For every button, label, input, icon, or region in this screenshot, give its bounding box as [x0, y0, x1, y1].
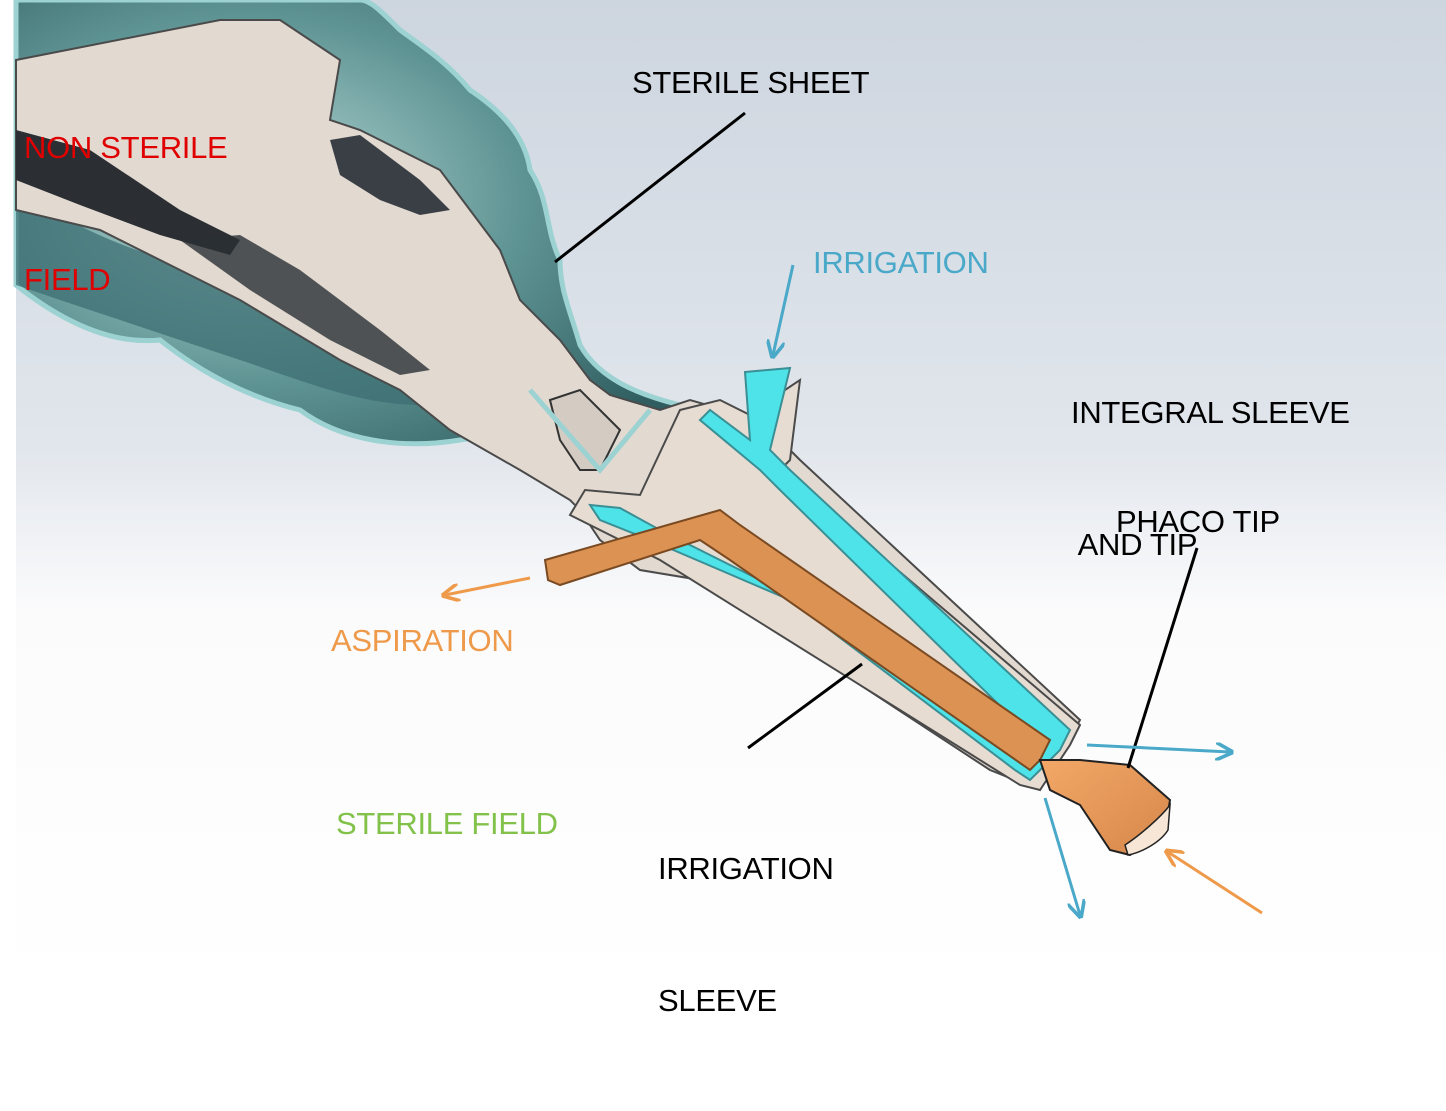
aspiration-out-arrow — [445, 576, 531, 595]
irrigation-sleeve-leader — [747, 662, 863, 750]
integral-sleeve-and-tip-label: INTEGRAL SLEEVE AND TIP — [1071, 303, 1350, 655]
irrigation-out-arrow-right — [1086, 745, 1230, 752]
irrigation-sleeve-line1: IRRIGATION — [658, 851, 834, 886]
irrigation-sleeve-line2: SLEEVE — [658, 983, 777, 1018]
non-sterile-field-line1: NON STERILE — [24, 130, 228, 165]
integral-sleeve-line2: AND TIP — [1071, 527, 1198, 562]
non-sterile-field-line2: FIELD — [24, 262, 111, 297]
aspiration-in-arrow — [1168, 852, 1263, 915]
irrigation-out-arrow-down — [1043, 797, 1080, 915]
phaco-tip-leader — [1126, 547, 1199, 769]
phaco-handpiece-cross-section — [0, 0, 1446, 987]
diagram-canvas: NON STERILE FIELD STERILE SHEET IRRIGATI… — [0, 0, 1446, 1018]
integral-sleeve-line1: INTEGRAL SLEEVE — [1071, 395, 1350, 430]
aspiration-label: ASPIRATION — [331, 623, 514, 658]
sterile-sheet-leader — [554, 111, 746, 264]
left-margin — [0, 0, 16, 987]
phaco-tip-opening — [1124, 802, 1171, 856]
irrigation-channel — [587, 366, 1072, 782]
inner-cavity-lower — [180, 235, 430, 375]
inner-cavity-upper — [16, 130, 240, 255]
inner-cavity-slot — [330, 135, 450, 215]
phaco-tip-label: PHACO TIP — [1116, 504, 1280, 539]
irrigation-label: IRRIGATION — [813, 245, 989, 280]
aspiration-channel — [543, 508, 1052, 772]
irrigation-sleeve-label: IRRIGATION SLEEVE — [658, 759, 834, 1111]
sterile-sheet-label: STERILE SHEET — [632, 65, 870, 100]
drape-inner-lining — [528, 388, 652, 474]
sterile-field-label: STERILE FIELD — [336, 806, 558, 841]
irrigation-in-arrow — [773, 264, 795, 355]
non-sterile-field-label: NON STERILE FIELD — [24, 38, 228, 390]
